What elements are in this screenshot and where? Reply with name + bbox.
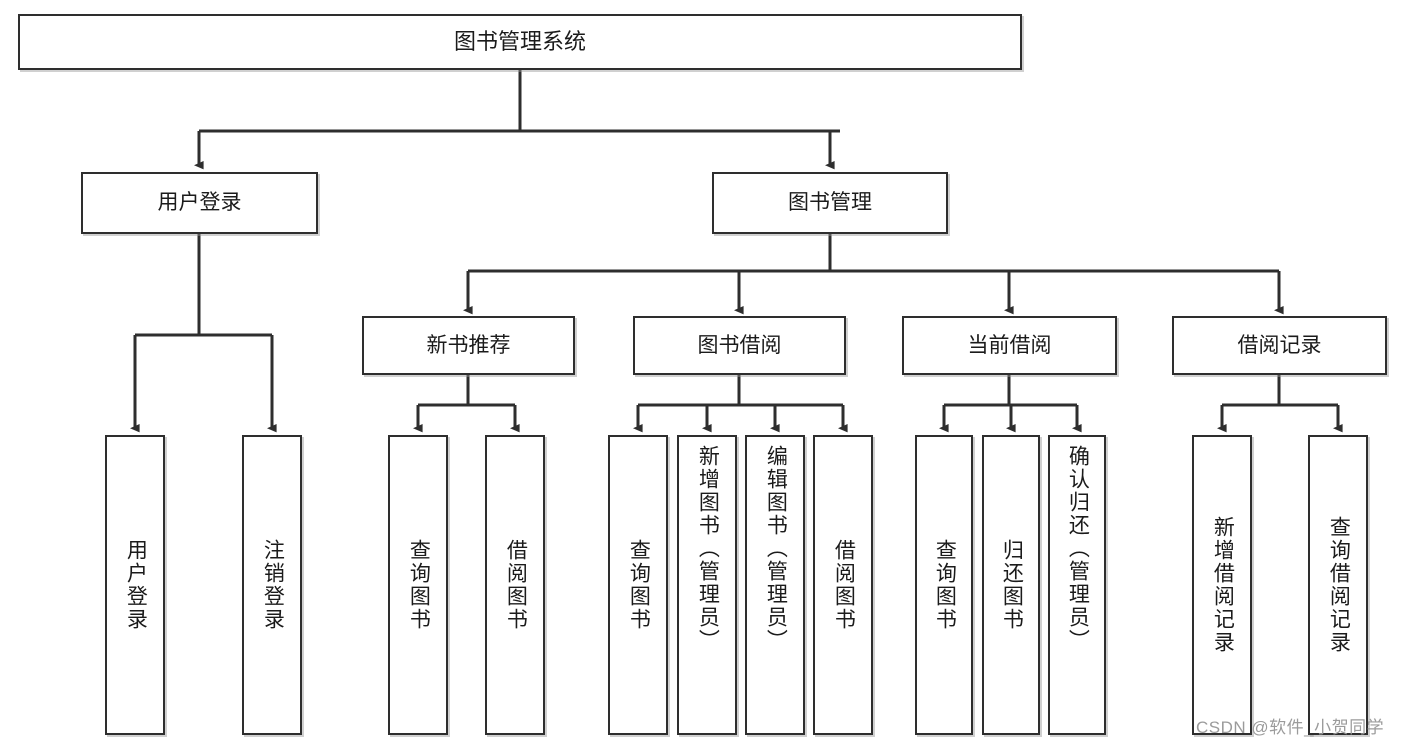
- node-label: 当前借阅: [967, 333, 1052, 357]
- node-label: 查询图书: [933, 539, 957, 631]
- leaf-book-borrow-add-book-admin[interactable]: 新增图书（管理员）: [677, 435, 737, 735]
- node-label: 新书推荐: [426, 333, 511, 357]
- node-label: 用户登录: [124, 539, 148, 631]
- node-label: 查询图书: [407, 539, 431, 631]
- node-label: 注销登录: [261, 539, 285, 631]
- node-user-login[interactable]: 用户登录: [81, 172, 318, 234]
- node-label: 图书管理系统: [453, 28, 586, 54]
- leaf-book-borrow-edit-book-admin[interactable]: 编辑图书（管理员）: [745, 435, 805, 735]
- node-label: 借阅记录: [1237, 333, 1322, 357]
- csdn-watermark: CSDN @软件_小贺同学: [1196, 718, 1385, 737]
- node-label: 新增图书（管理员）: [696, 445, 720, 652]
- leaf-new-book-query-book[interactable]: 查询图书: [388, 435, 448, 735]
- node-label: 借阅图书: [504, 539, 528, 631]
- node-book-management[interactable]: 图书管理: [712, 172, 948, 234]
- leaf-current-borrow-confirm-return-admin[interactable]: 确认归还（管理员）: [1048, 435, 1106, 735]
- node-new-book-recommend[interactable]: 新书推荐: [362, 316, 575, 375]
- leaf-book-borrow-borrow-book[interactable]: 借阅图书: [813, 435, 873, 735]
- leaf-new-book-borrow-book[interactable]: 借阅图书: [485, 435, 545, 735]
- node-root-book-management-system[interactable]: 图书管理系统: [18, 14, 1022, 70]
- node-book-borrow[interactable]: 图书借阅: [633, 316, 846, 375]
- node-label: 用户登录: [157, 191, 242, 215]
- leaf-borrow-record-add-record[interactable]: 新增借阅记录: [1192, 435, 1252, 735]
- leaf-user-login-logout[interactable]: 注销登录: [242, 435, 302, 735]
- node-current-borrow[interactable]: 当前借阅: [902, 316, 1117, 375]
- node-label: 新增借阅记录: [1211, 516, 1235, 654]
- node-label: 图书借阅: [697, 333, 782, 357]
- node-label: 查询借阅记录: [1327, 516, 1351, 654]
- leaf-borrow-record-query-record[interactable]: 查询借阅记录: [1308, 435, 1368, 735]
- leaf-user-login-login[interactable]: 用户登录: [105, 435, 165, 735]
- leaf-book-borrow-query-book[interactable]: 查询图书: [608, 435, 668, 735]
- node-label: 借阅图书: [832, 539, 856, 631]
- leaf-current-borrow-query-book[interactable]: 查询图书: [915, 435, 973, 735]
- node-label: 图书管理: [788, 191, 872, 215]
- leaf-current-borrow-return-book[interactable]: 归还图书: [982, 435, 1040, 735]
- node-label: 归还图书: [1000, 539, 1024, 631]
- node-label: 查询图书: [627, 539, 651, 631]
- node-label: 确认归还（管理员）: [1066, 445, 1090, 652]
- node-label: 编辑图书（管理员）: [764, 445, 788, 652]
- node-borrow-record[interactable]: 借阅记录: [1172, 316, 1387, 375]
